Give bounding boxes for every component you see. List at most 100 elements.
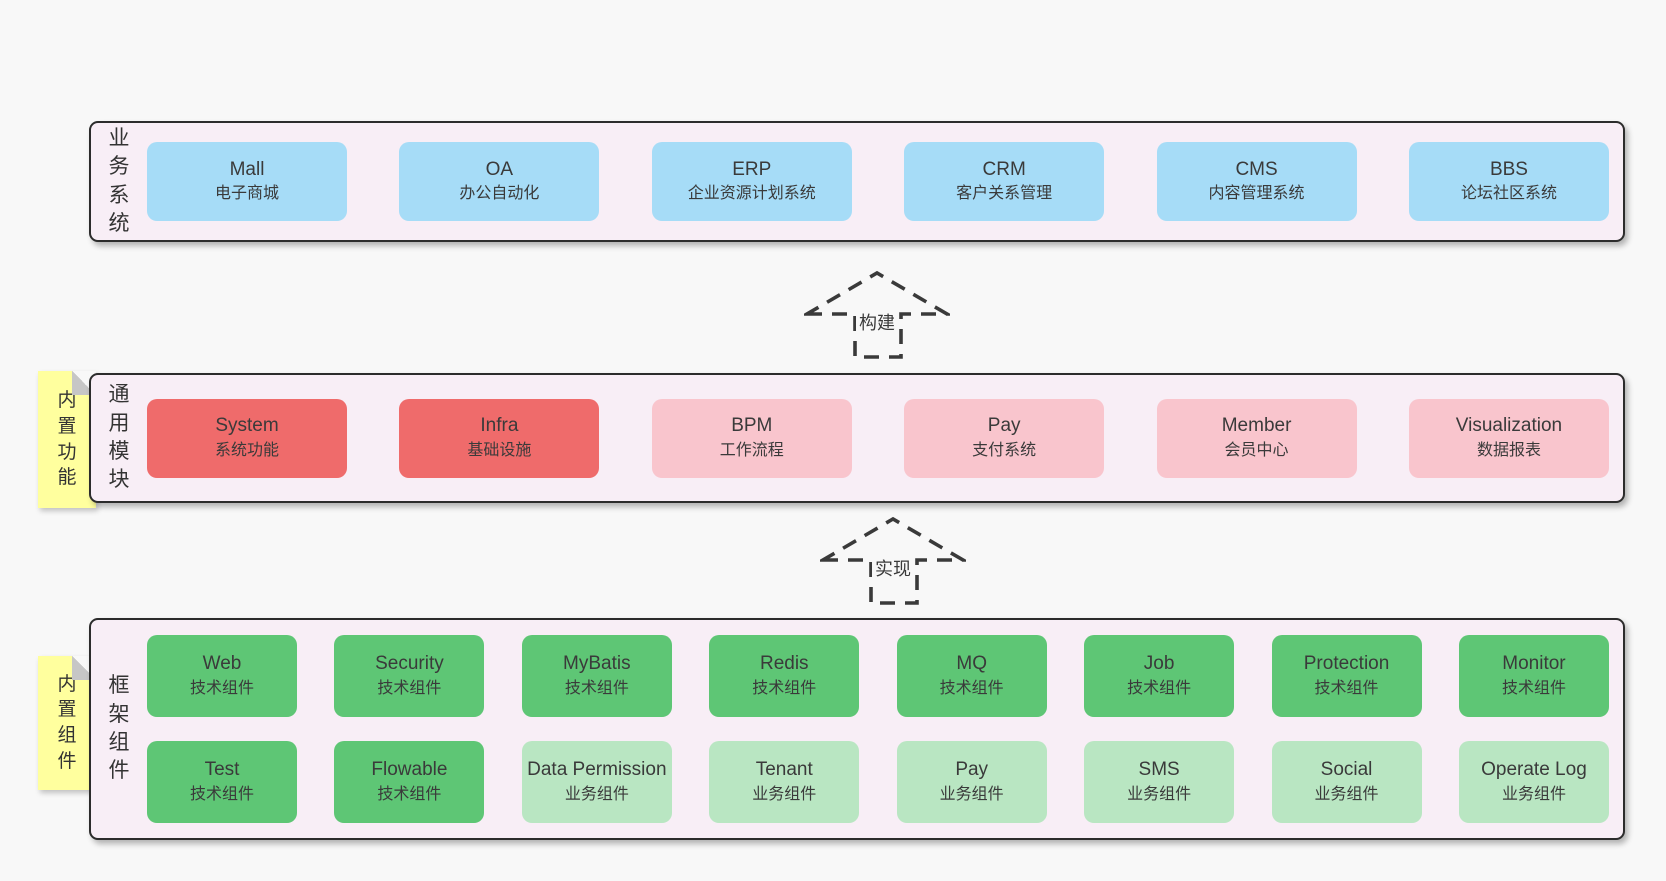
box-title: System xyxy=(215,415,279,437)
box-title: Visualization xyxy=(1455,415,1563,437)
box-subtitle: 电子商城 xyxy=(214,185,279,203)
panel-label-framework-components: 框架组件 xyxy=(108,674,130,783)
box-subtitle: 工作流程 xyxy=(719,441,784,459)
box-social: Social 业务组件 xyxy=(1271,741,1422,823)
box-title: MyBatis xyxy=(563,653,631,675)
box-title: Security xyxy=(375,653,444,675)
arrow-implement: 实现 xyxy=(820,514,966,606)
box-title: Data Permission xyxy=(527,759,667,781)
box-subtitle: 技术组件 xyxy=(377,785,442,803)
panel-business-systems: 业务系统 Mall 电子商城 OA 办公自动化 ERP 企业资源计划系统 CRM… xyxy=(89,121,1625,242)
box-subtitle: 技术组件 xyxy=(1314,679,1379,697)
box-subtitle: 技术组件 xyxy=(1501,679,1566,697)
box-title: Protection xyxy=(1303,653,1390,675)
box-protection: Protection 技术组件 xyxy=(1271,635,1422,717)
box-tenant: Tenant 业务组件 xyxy=(709,741,860,823)
sticky-note-text: 内置功能 xyxy=(57,390,77,489)
box-title: BPM xyxy=(731,415,773,437)
box-title: OA xyxy=(485,158,514,180)
box-title: Test xyxy=(204,759,240,781)
box-title: Social xyxy=(1320,759,1373,781)
dashed-up-arrow-icon xyxy=(820,516,966,605)
box-title: CRM xyxy=(982,158,1026,180)
box-infra: Infra 基础设施 xyxy=(399,398,600,478)
box-cms: CMS 内容管理系统 xyxy=(1156,142,1357,221)
box-title: BBS xyxy=(1489,158,1528,180)
box-subtitle: 技术组件 xyxy=(564,679,629,697)
box-crm: CRM 客户关系管理 xyxy=(904,142,1105,221)
box-flowable: Flowable 技术组件 xyxy=(334,741,485,823)
box-pay-component: Pay 业务组件 xyxy=(896,741,1047,823)
dashed-up-arrow-icon xyxy=(804,270,950,359)
arrow-build: 构建 xyxy=(804,268,950,360)
box-monitor: Monitor 技术组件 xyxy=(1458,635,1609,717)
box-bpm: BPM 工作流程 xyxy=(651,398,852,478)
box-title: MQ xyxy=(956,653,987,675)
panel-label-business-systems: 业务系统 xyxy=(108,126,130,235)
box-subtitle: 技术组件 xyxy=(189,785,254,803)
box-title: Web xyxy=(202,653,242,675)
box-subtitle: 技术组件 xyxy=(752,679,817,697)
box-title: Flowable xyxy=(371,759,448,781)
business-box-row: Mall 电子商城 OA 办公自动化 ERP 企业资源计划系统 CRM 客户关系… xyxy=(141,142,1623,221)
panel-label-common-modules: 通用模块 xyxy=(108,383,130,492)
box-security: Security 技术组件 xyxy=(334,635,485,717)
box-subtitle: 系统功能 xyxy=(214,441,279,459)
box-subtitle: 技术组件 xyxy=(189,679,254,697)
box-title: Tenant xyxy=(755,759,813,781)
box-subtitle: 业务组件 xyxy=(1314,785,1379,803)
box-subtitle: 内容管理系统 xyxy=(1208,185,1305,203)
box-bbs: BBS 论坛社区系统 xyxy=(1408,142,1609,221)
box-erp: ERP 企业资源计划系统 xyxy=(651,142,852,221)
box-title: Operate Log xyxy=(1481,759,1587,781)
framework-box-row-2: Test 技术组件 Flowable 技术组件 Data Permission … xyxy=(141,741,1623,823)
box-data-permission: Data Permission 业务组件 xyxy=(521,741,672,823)
box-title: Member xyxy=(1221,415,1292,437)
box-operate-log: Operate Log 业务组件 xyxy=(1458,741,1609,823)
box-sms: SMS 业务组件 xyxy=(1084,741,1235,823)
box-title: ERP xyxy=(732,158,772,180)
box-subtitle: 支付系统 xyxy=(972,441,1037,459)
box-pay: Pay 支付系统 xyxy=(904,398,1105,478)
box-subtitle: 技术组件 xyxy=(1127,679,1192,697)
box-title: Job xyxy=(1143,653,1175,675)
panel-framework-components: 框架组件 Web 技术组件 Security 技术组件 MyBatis 技术组件… xyxy=(89,618,1625,840)
box-title: Mall xyxy=(229,158,265,180)
box-subtitle: 业务组件 xyxy=(564,785,629,803)
box-title: CMS xyxy=(1235,158,1278,180)
box-subtitle: 论坛社区系统 xyxy=(1460,185,1557,203)
box-subtitle: 会员中心 xyxy=(1224,441,1289,459)
box-subtitle: 办公自动化 xyxy=(459,185,540,203)
box-title: Infra xyxy=(480,415,519,437)
sticky-note-builtin-components: 内置组件 xyxy=(38,656,96,790)
box-mq: MQ 技术组件 xyxy=(896,635,1047,717)
box-subtitle: 技术组件 xyxy=(939,679,1004,697)
box-title: Redis xyxy=(759,653,809,675)
box-subtitle: 技术组件 xyxy=(377,679,442,697)
box-title: Pay xyxy=(955,759,989,781)
box-subtitle: 基础设施 xyxy=(467,441,532,459)
framework-box-row-1: Web 技术组件 Security 技术组件 MyBatis 技术组件 Redi… xyxy=(141,635,1623,717)
arrow-label: 实现 xyxy=(872,554,914,582)
box-web: Web 技术组件 xyxy=(147,635,297,717)
sticky-note-builtin-features: 内置功能 xyxy=(38,371,96,508)
box-subtitle: 客户关系管理 xyxy=(956,185,1053,203)
box-system: System 系统功能 xyxy=(147,398,347,478)
box-subtitle: 数据报表 xyxy=(1476,441,1541,459)
box-subtitle: 业务组件 xyxy=(1127,785,1192,803)
sticky-note-text: 内置组件 xyxy=(57,673,77,772)
box-job: Job 技术组件 xyxy=(1084,635,1235,717)
panel-common-modules: 通用模块 System 系统功能 Infra 基础设施 BPM 工作流程 Pay… xyxy=(89,373,1625,503)
box-subtitle: 业务组件 xyxy=(1501,785,1566,803)
box-test: Test 技术组件 xyxy=(147,741,297,823)
box-visualization: Visualization 数据报表 xyxy=(1408,398,1609,478)
box-subtitle: 企业资源计划系统 xyxy=(687,185,816,203)
box-mybatis: MyBatis 技术组件 xyxy=(521,635,672,717)
box-redis: Redis 技术组件 xyxy=(709,635,860,717)
box-oa: OA 办公自动化 xyxy=(399,142,600,221)
box-mall: Mall 电子商城 xyxy=(147,142,347,221)
framework-rows: Web 技术组件 Security 技术组件 MyBatis 技术组件 Redi… xyxy=(141,635,1623,823)
box-member: Member 会员中心 xyxy=(1156,398,1357,478)
box-title: Monitor xyxy=(1502,653,1566,675)
arrow-label: 构建 xyxy=(856,308,898,336)
